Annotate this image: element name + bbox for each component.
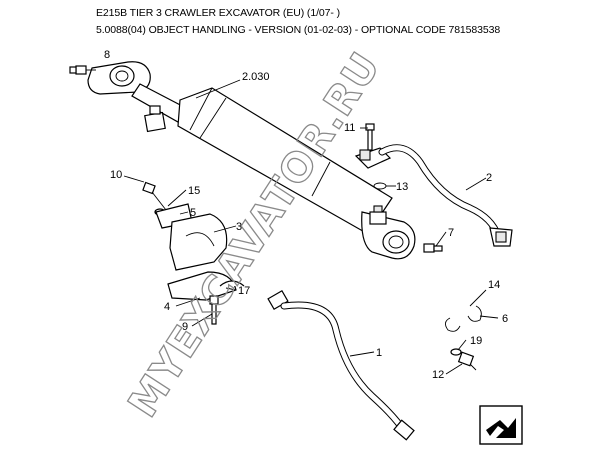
callout-12: 12 [432, 369, 444, 381]
bolt [365, 123, 375, 151]
leader-lines [123, 79, 499, 375]
callout-labels: 8 2.030 11 2 13 10 15 5 3 7 17 4 9 14 6 … [104, 49, 508, 381]
pipe-assembly [354, 144, 513, 247]
callout-8: 8 [104, 49, 110, 61]
callout-7: 7 [448, 227, 454, 239]
callout-5: 5 [190, 207, 196, 219]
callout-2: 2 [486, 172, 492, 184]
o-ring [373, 182, 387, 190]
callout-2030: 2.030 [242, 71, 270, 83]
bolt-with-washer [450, 348, 477, 371]
hose-clips [445, 305, 482, 332]
fitting [423, 243, 443, 253]
callout-4: 4 [164, 301, 170, 313]
callout-17: 17 [238, 285, 250, 297]
callout-1: 1 [376, 347, 382, 359]
callout-9: 9 [182, 321, 188, 333]
next-page-arrow-icon[interactable] [479, 405, 523, 445]
diagram-title: E215B TIER 3 CRAWLER EXCAVATOR (EU) (1/0… [96, 7, 340, 19]
callout-10: 10 [110, 169, 122, 181]
grease-nipple [69, 65, 96, 75]
callout-14: 14 [488, 279, 500, 291]
diagram-subtitle: 5.0088(04) OBJECT HANDLING - VERSION (01… [96, 24, 501, 36]
callout-15: 15 [188, 185, 200, 197]
callout-19: 19 [470, 335, 482, 347]
hose-assembly [267, 289, 415, 441]
boom-cylinder [87, 61, 416, 260]
callout-13: 13 [396, 181, 408, 193]
clamp-assembly [142, 181, 245, 325]
callout-3: 3 [236, 221, 242, 233]
callout-11: 11 [344, 122, 355, 134]
callout-6: 6 [502, 313, 508, 325]
